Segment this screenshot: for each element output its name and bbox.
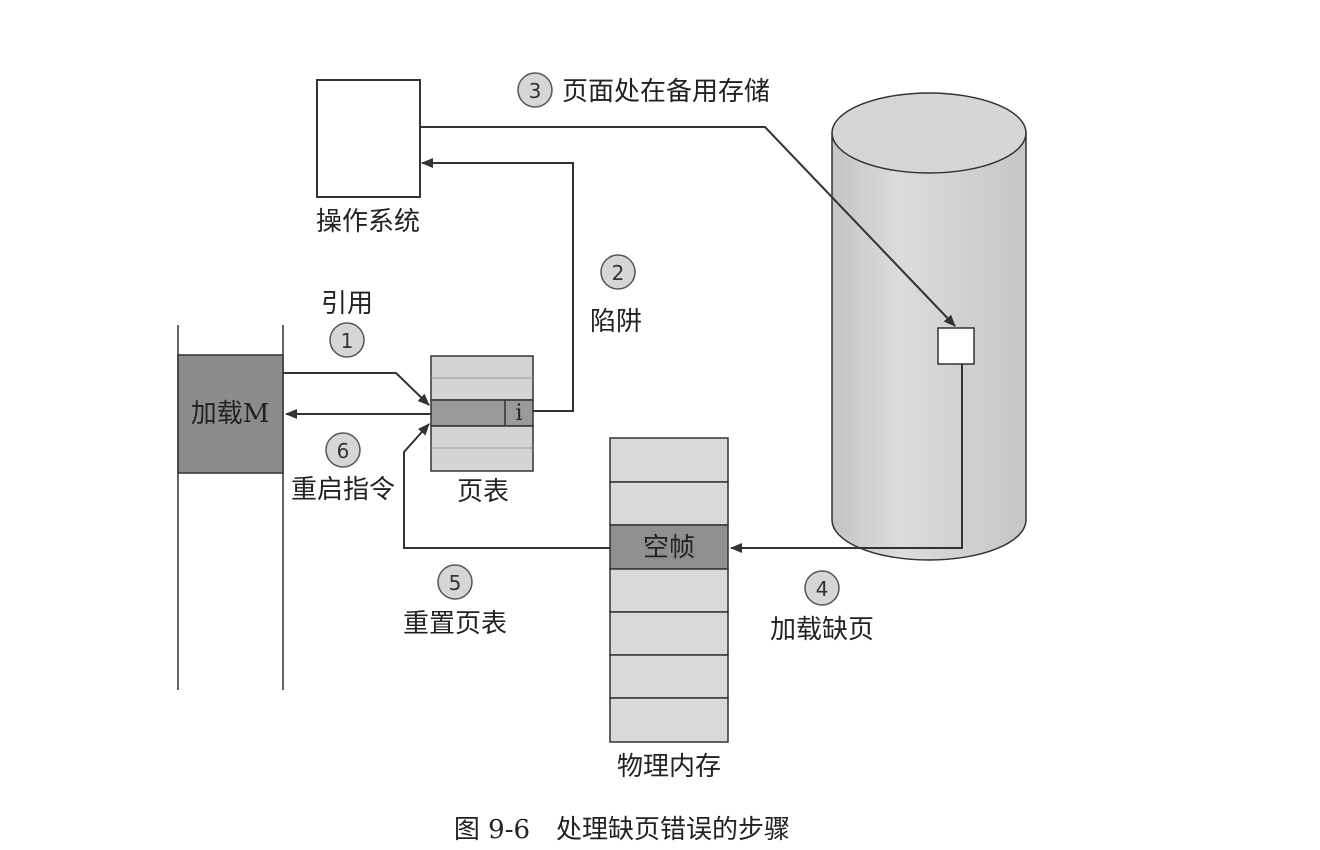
physical-memory-label: 物理内存 bbox=[617, 752, 721, 782]
step-2-number: 2 bbox=[612, 261, 625, 285]
page-table-invalid-row bbox=[430, 399, 534, 427]
step-2-label: 陷阱 bbox=[590, 307, 642, 337]
step-2: 2 陷阱 bbox=[590, 254, 642, 337]
step-1-number: 1 bbox=[341, 329, 354, 353]
arrow-reset-page-table bbox=[403, 423, 610, 549]
free-frame bbox=[609, 524, 729, 570]
load-instruction-box bbox=[177, 354, 284, 474]
step-3-label: 页面处在备用存储 bbox=[562, 77, 770, 107]
free-frame-label: 空帧 bbox=[643, 533, 695, 563]
step-1: 1 引用 bbox=[321, 289, 373, 358]
step-5-number: 5 bbox=[449, 571, 462, 595]
step-6-number: 6 bbox=[337, 439, 350, 463]
arrow-reference bbox=[283, 372, 430, 406]
page-table-label: 页表 bbox=[457, 477, 509, 507]
step-6: 6 重启指令 bbox=[291, 432, 395, 505]
step-5-label: 重置页表 bbox=[403, 609, 507, 639]
step-6-label: 重启指令 bbox=[291, 475, 395, 505]
step-3: 3 页面处在备用存储 bbox=[517, 72, 770, 108]
arrow-bring-in-page bbox=[730, 364, 963, 553]
os-label: 操作系统 bbox=[316, 207, 420, 237]
step-4-label: 加载缺页 bbox=[770, 615, 874, 645]
page-table: i bbox=[430, 355, 534, 472]
invalid-bit: i bbox=[515, 401, 522, 426]
os-box bbox=[316, 79, 421, 198]
step-3-number: 3 bbox=[529, 79, 542, 103]
step-4-number: 4 bbox=[816, 577, 829, 601]
load-instruction-label: 加载M bbox=[191, 399, 270, 429]
physical-memory bbox=[609, 437, 729, 743]
page-on-disk bbox=[937, 327, 975, 365]
arrow-trap bbox=[421, 158, 574, 412]
backing-store bbox=[831, 92, 1027, 561]
arrow-page-in-backing-store bbox=[420, 126, 956, 327]
figure-caption: 图 9-6 处理缺页错误的步骤 bbox=[454, 815, 790, 845]
step-1-label: 引用 bbox=[321, 289, 373, 319]
step-4: 4 加载缺页 bbox=[770, 570, 874, 645]
step-5: 5 重置页表 bbox=[403, 564, 507, 639]
